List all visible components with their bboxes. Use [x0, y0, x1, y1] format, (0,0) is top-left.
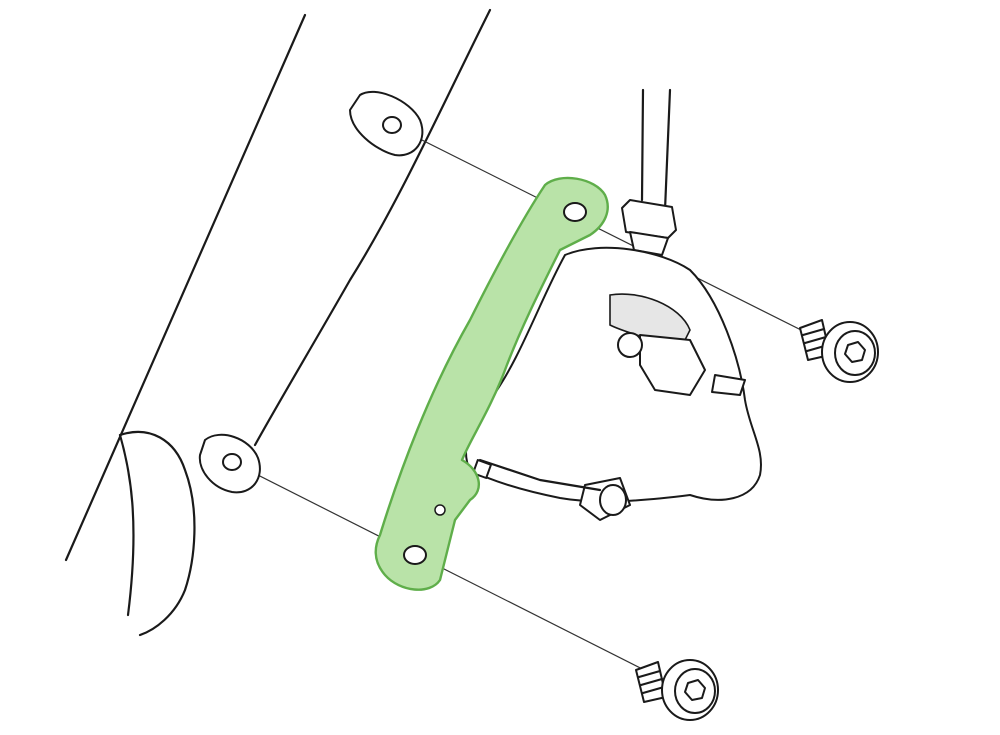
- brake-caliper: [465, 246, 762, 521]
- fork-leg: [64, 8, 492, 637]
- adapter-hole-bottom: [403, 545, 427, 565]
- adapter-hole-top: [563, 202, 587, 222]
- guide-line-bottom: [231, 461, 681, 689]
- guide-line-top: [391, 124, 846, 353]
- mounting-bolt-bottom: [635, 659, 719, 721]
- mount-adapter: [374, 176, 609, 591]
- spacer-washer-bottom: [198, 433, 261, 494]
- adapter-hole-small: [434, 504, 446, 516]
- mounting-bolt-top: [799, 319, 879, 383]
- brake-hose: [621, 88, 677, 256]
- spacer-washer-top: [349, 90, 424, 157]
